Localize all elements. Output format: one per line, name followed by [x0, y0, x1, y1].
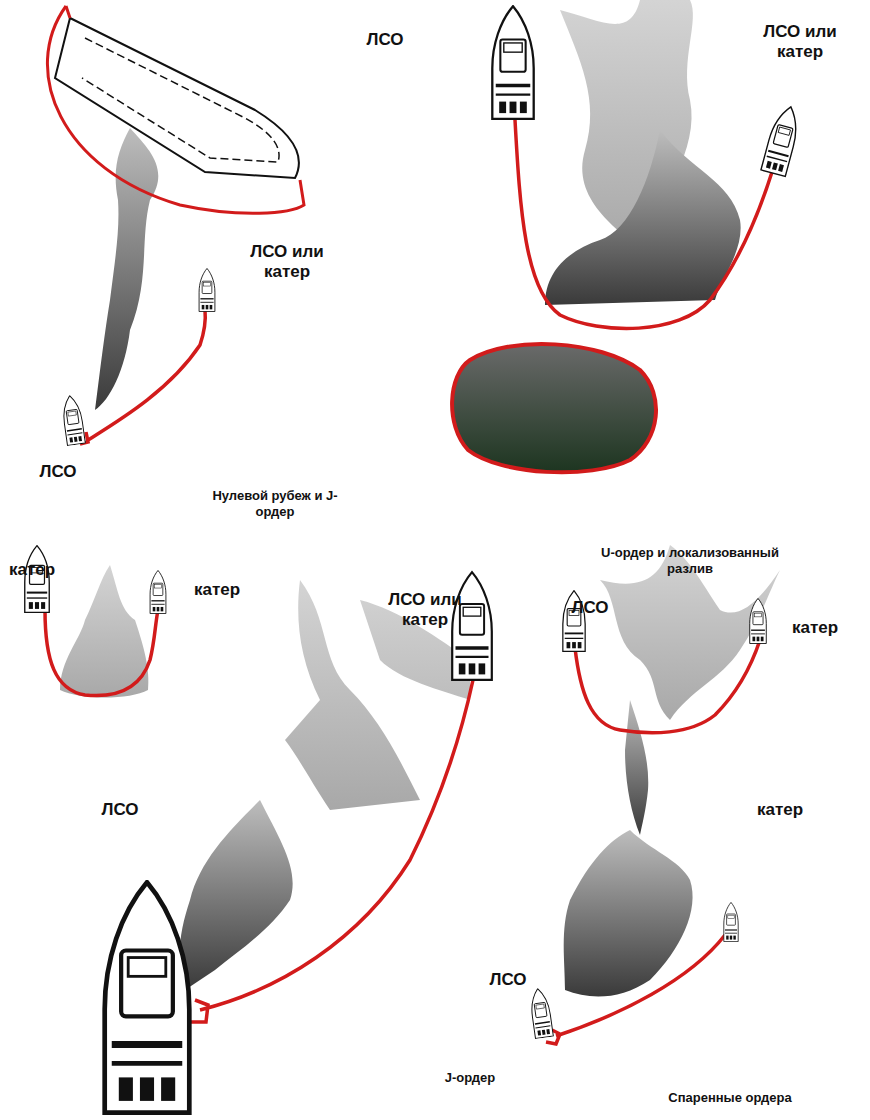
caption-label: Нулевой рубеж и J-ордер [195, 488, 355, 519]
vessel-label: ЛСО [90, 800, 150, 820]
caption-label: J-ордер [430, 1070, 510, 1086]
caption-label: U-ордер и локализованный разлив [585, 545, 795, 576]
vessel-label: катер [182, 580, 252, 600]
caption-label: Спаренные ордера [650, 1090, 810, 1106]
vessel-label: ЛСО или катер [232, 242, 342, 283]
vessel-label: ЛСО [355, 30, 415, 50]
vessel-label: ЛСО [28, 462, 88, 482]
vessel-label: катер [2, 560, 62, 580]
vessel-label: ЛСО или катер [745, 22, 855, 63]
vessel-label: катер [780, 618, 850, 638]
vessel-label: катер [745, 800, 815, 820]
vessel-label: ЛСО [560, 598, 620, 618]
vessel-label: ЛСО [478, 970, 538, 990]
vessel-label: ЛСО или катер [370, 590, 480, 631]
